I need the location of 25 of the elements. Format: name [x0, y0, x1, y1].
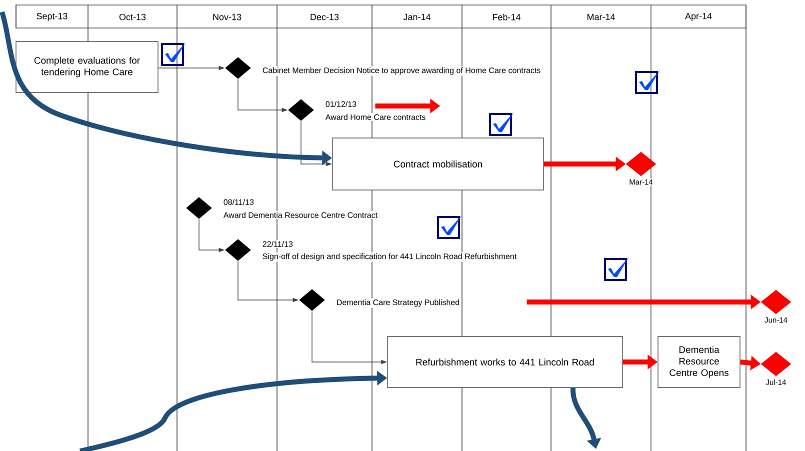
- task-box: Contract mobilisation: [332, 138, 544, 190]
- milestone-diamond: [186, 197, 212, 219]
- month-label: Apr-14: [685, 12, 712, 22]
- milestone-diamond: [225, 239, 251, 261]
- task-box: Dementia Resource Centre Opens: [658, 336, 740, 388]
- milestone-diamond: [288, 99, 314, 121]
- task-box: Complete evaluations for tendering Home Care: [16, 41, 158, 93]
- month-label: Nov-13: [213, 14, 242, 20]
- milestone-diamond: [225, 57, 251, 79]
- month-label: Mar-14: [588, 14, 615, 20]
- milestone-label: 01/12/13: [324, 100, 358, 108]
- milestone-label: Cabinet Member Decision Notice to approve awarding of Home Care contracts: [261, 66, 542, 76]
- task-box: Refurbishment works to 441 Lincoln Road: [387, 336, 623, 388]
- month-label: Feb-14: [492, 14, 520, 20]
- milestone-label: 08/11/13: [222, 198, 255, 206]
- month-label: Dec-13: [310, 14, 339, 20]
- milestone-diamond: [299, 289, 325, 311]
- month-label: Oct-13: [119, 14, 146, 20]
- milestone-label: Award Home Care contracts: [324, 113, 427, 121]
- month-label: Sept-13: [36, 12, 68, 22]
- month-label: Jan-14: [403, 14, 430, 20]
- milestone-label: Award Dementia Resource Centre Contract: [222, 211, 379, 219]
- milestone-label: Sign-off of design and specification for 441 Lincoln Road Refurbishment: [261, 252, 518, 262]
- milestone-label: Dementia Care Strategy Published: [335, 298, 461, 308]
- milestone-label: 22/11/13: [261, 240, 294, 248]
